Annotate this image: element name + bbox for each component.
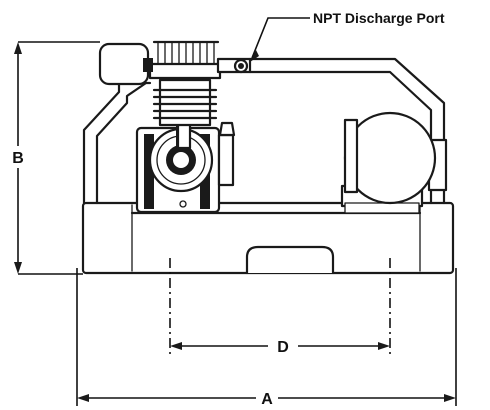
intake-filter [98,42,153,86]
pump-crankcase [135,118,236,214]
discharge-port-callout: NPT Discharge Port [250,10,445,62]
callout-label: NPT Discharge Port [313,10,445,26]
discharge-line [216,57,252,74]
pump-cylinder-head [148,40,222,127]
electric-motor [340,111,437,214]
dimension-a-label: A [261,391,273,408]
dimension-b-label: B [12,150,24,167]
dimension-d-label: D [277,339,289,356]
dimension-a: A [76,268,457,408]
dimension-b: B [12,41,100,275]
dimension-d: D [169,258,391,356]
